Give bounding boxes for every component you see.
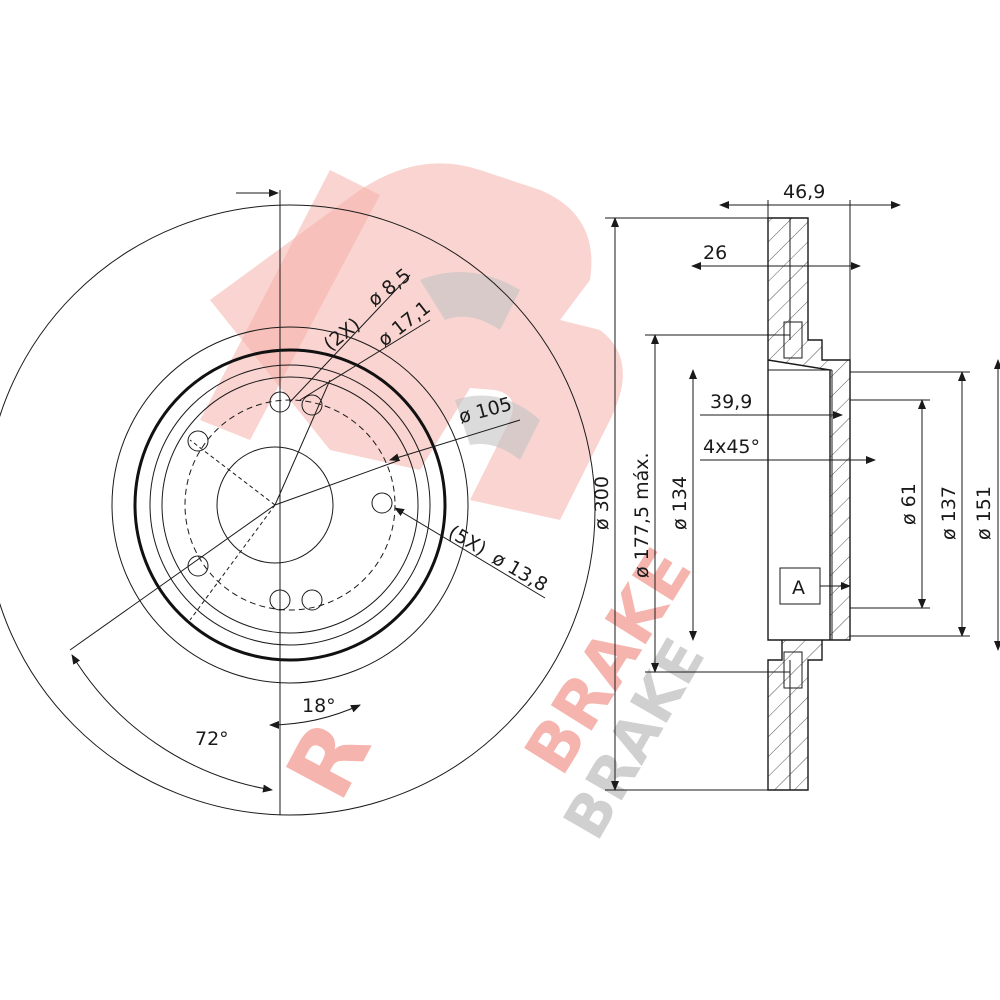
label-hat-diameter: ø 137 bbox=[938, 486, 960, 540]
label-flange-diameter: ø 151 bbox=[973, 486, 995, 540]
label-datum: A bbox=[792, 577, 805, 599]
friction-ring-inner bbox=[111, 326, 469, 684]
angle-arc-72 bbox=[71, 654, 273, 793]
label-outer-diameter: ø 300 bbox=[591, 476, 613, 530]
wheel-bolt-hole bbox=[371, 492, 393, 514]
stud-top bbox=[783, 321, 803, 359]
side-view: 46,9 26 39,9 4x45° ø 300 ø 177,5 máx. ø … bbox=[591, 181, 1000, 791]
label-wheel-bolt: ø 13,8 bbox=[488, 547, 551, 596]
label-hat-depth: 39,9 bbox=[710, 391, 752, 413]
radial-line-1 bbox=[69, 504, 276, 651]
leader-5x bbox=[394, 507, 546, 599]
label-chamfer: 4x45° bbox=[703, 436, 760, 458]
screw-hole bbox=[301, 589, 323, 611]
hat-ring-outer bbox=[133, 348, 447, 662]
watermark-r-letter: R bbox=[267, 705, 392, 815]
hat-step bbox=[161, 376, 419, 634]
label-angle-18: 18° bbox=[302, 695, 336, 717]
leader-2x-b bbox=[299, 319, 431, 401]
disc-section-hatch bbox=[767, 217, 851, 791]
radial-line-5 bbox=[189, 439, 276, 506]
radial-line-2 bbox=[274, 459, 401, 506]
label-total-height: 46,9 bbox=[783, 181, 825, 203]
label-max-inner-diameter: ø 177,5 máx. bbox=[631, 452, 653, 578]
label-angle-72: 72° bbox=[195, 728, 229, 750]
leader-2x bbox=[289, 274, 411, 403]
disc-outer-edge bbox=[0, 204, 596, 816]
stud-bottom bbox=[783, 651, 803, 689]
label-hat-outer-diameter: ø 134 bbox=[669, 476, 691, 530]
small-screw-holes bbox=[301, 394, 323, 611]
radial-line-4 bbox=[274, 379, 331, 506]
label-5x: (5X) bbox=[444, 521, 490, 560]
wheel-bolt-hole bbox=[187, 430, 209, 452]
watermark-logo bbox=[200, 163, 623, 521]
angle-arc-18 bbox=[269, 704, 361, 729]
leader-105 bbox=[389, 419, 521, 462]
center-bore bbox=[216, 446, 334, 564]
label-center-bore: ø 61 bbox=[898, 483, 920, 525]
screw-hole bbox=[301, 394, 323, 416]
label-disc-thickness: 26 bbox=[703, 242, 727, 264]
hat-ring-inner bbox=[149, 364, 431, 646]
radial-line-3 bbox=[189, 504, 276, 621]
